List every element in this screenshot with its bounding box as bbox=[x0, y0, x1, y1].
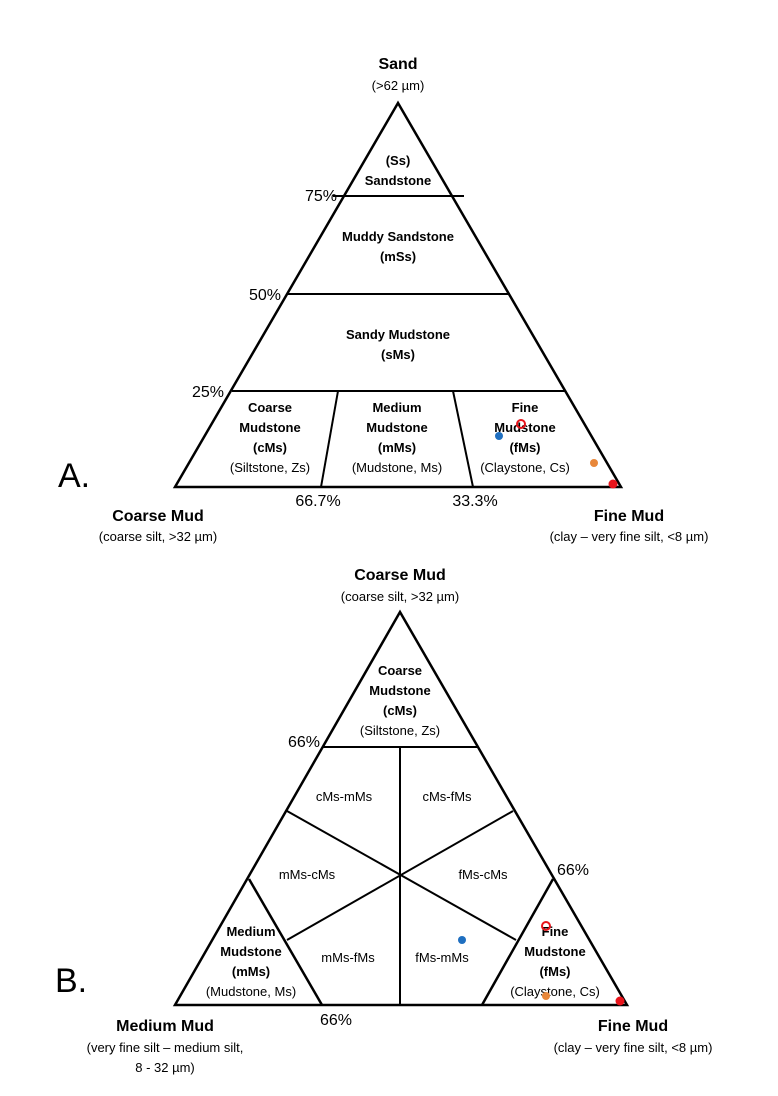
sample-point-red-open bbox=[516, 419, 526, 429]
region-label: (mMs) bbox=[232, 964, 270, 979]
tick-66-top: 66% bbox=[288, 734, 320, 751]
region-coarse-mudstone: Coarse Mudstone (cMs) (Siltstone, Zs) bbox=[230, 400, 310, 475]
region-sandy-mudstone: Sandy Mudstone (sMs) bbox=[346, 327, 450, 362]
region-label: (sMs) bbox=[381, 347, 415, 362]
region-cms-mms: cMs-mMs bbox=[316, 789, 373, 804]
sample-point-red bbox=[615, 996, 625, 1006]
region-label: Fine bbox=[512, 400, 539, 415]
tick-75: 75% bbox=[305, 188, 337, 205]
sample-point-red-open bbox=[541, 921, 551, 931]
tick-66-7: 66.7% bbox=[295, 493, 340, 510]
region-label: (Mudstone, Ms) bbox=[206, 984, 296, 999]
region-cms-fms: cMs-fMs bbox=[422, 789, 472, 804]
region-sandstone: (Ss) Sandstone bbox=[365, 153, 431, 188]
vertex-fine-mud-label: Fine Mud bbox=[598, 1018, 668, 1035]
region-label: Sandstone bbox=[365, 173, 431, 188]
region-label: Mudstone bbox=[524, 944, 585, 959]
vertex-fine-mud-detail: (clay – very fine silt, <8 µm) bbox=[554, 1040, 713, 1055]
region-label: Medium bbox=[372, 400, 421, 415]
divider-cms-mms bbox=[320, 390, 339, 488]
region-label: Coarse bbox=[248, 400, 292, 415]
mixed-region-labels: cMs-mMs cMs-fMs mMs-cMs fMs-cMs mMs-fMs … bbox=[279, 789, 508, 965]
region-label: Coarse bbox=[378, 663, 422, 678]
region-coarse-mudstone: Coarse Mudstone (cMs) (Siltstone, Zs) bbox=[360, 663, 440, 738]
region-label: Mudstone bbox=[369, 683, 430, 698]
vertex-coarse-mud-label: Coarse Mud bbox=[112, 508, 204, 525]
region-label: Muddy Sandstone bbox=[342, 229, 454, 244]
region-label: (Claystone, Cs) bbox=[510, 984, 600, 999]
vertex-coarse-mud-detail: (coarse silt, >32 µm) bbox=[341, 589, 459, 604]
vertex-coarse-mud-detail: (coarse silt, >32 µm) bbox=[99, 529, 217, 544]
sample-point-blue bbox=[495, 432, 503, 440]
line-diagonal-2 bbox=[286, 810, 514, 941]
region-label: (Claystone, Cs) bbox=[480, 460, 570, 475]
region-label: Sandy Mudstone bbox=[346, 327, 450, 342]
region-label: (Mudstone, Ms) bbox=[352, 460, 442, 475]
tick-25: 25% bbox=[192, 384, 224, 401]
region-label: (mMs) bbox=[378, 440, 416, 455]
region-fms-cms: fMs-cMs bbox=[458, 867, 508, 882]
region-label: (cMs) bbox=[253, 440, 287, 455]
region-mms-cms: mMs-cMs bbox=[279, 867, 336, 882]
tick-50: 50% bbox=[249, 287, 281, 304]
vertex-medium-mud-label: Medium Mud bbox=[116, 1018, 214, 1035]
region-label: (cMs) bbox=[383, 703, 417, 718]
panel-a-letter: A. bbox=[58, 457, 90, 495]
region-label: Medium bbox=[226, 924, 275, 939]
sample-point-orange bbox=[542, 992, 550, 1000]
region-label: Mudstone bbox=[220, 944, 281, 959]
region-label: (fMs) bbox=[539, 964, 570, 979]
region-label: Mudstone bbox=[366, 420, 427, 435]
region-mms-fms: mMs-fMs bbox=[321, 950, 375, 965]
region-fine-mudstone: Fine Mudstone (fMs) (Claystone, Cs) bbox=[510, 924, 600, 999]
region-muddy-sandstone: Muddy Sandstone (mSs) bbox=[342, 229, 454, 264]
line-fms-boundary bbox=[480, 878, 555, 1006]
tick-66-bottom: 66% bbox=[320, 1012, 352, 1029]
divider-mms-fms bbox=[452, 390, 474, 488]
sample-point-orange bbox=[590, 459, 598, 467]
panel-b-letter: B. bbox=[55, 962, 87, 1000]
region-label: (fMs) bbox=[509, 440, 540, 455]
region-label: Fine bbox=[542, 924, 569, 939]
sample-point-blue bbox=[458, 936, 466, 944]
vertex-medium-mud-detail-line1: (very fine silt – medium silt, bbox=[87, 1040, 244, 1055]
panel-b: Coarse Mud (coarse silt, >32 µm) 66% 66%… bbox=[55, 567, 712, 1075]
vertex-coarse-mud-label: Coarse Mud bbox=[354, 567, 446, 584]
region-label: (Siltstone, Zs) bbox=[360, 723, 440, 738]
region-label: (Ss) bbox=[386, 153, 411, 168]
region-label: Mudstone bbox=[494, 420, 555, 435]
region-medium-mudstone: Medium Mudstone (mMs) (Mudstone, Ms) bbox=[352, 400, 442, 475]
tick-33-3: 33.3% bbox=[452, 493, 497, 510]
vertex-sand-label: Sand bbox=[378, 56, 417, 73]
tick-66-right: 66% bbox=[557, 862, 589, 879]
region-label: Mudstone bbox=[239, 420, 300, 435]
region-label: (mSs) bbox=[380, 249, 416, 264]
vertex-fine-mud-detail: (clay – very fine silt, <8 µm) bbox=[550, 529, 709, 544]
region-fms-mms: fMs-mMs bbox=[415, 950, 469, 965]
region-medium-mudstone: Medium Mudstone (mMs) (Mudstone, Ms) bbox=[206, 924, 296, 999]
line-mms-boundary bbox=[247, 878, 324, 1006]
region-label: (Siltstone, Zs) bbox=[230, 460, 310, 475]
region-fine-mudstone: Fine Mudstone (fMs) (Claystone, Cs) bbox=[480, 400, 570, 475]
panel-a: Sand (>62 µm) 75% 50% 25% 66.7% 33.3% (S… bbox=[58, 56, 708, 544]
vertex-sand-detail: (>62 µm) bbox=[372, 78, 425, 93]
sample-point-red bbox=[608, 479, 618, 489]
vertex-medium-mud-detail-line2: 8 - 32 µm) bbox=[135, 1060, 195, 1075]
vertex-fine-mud-label: Fine Mud bbox=[594, 508, 664, 525]
